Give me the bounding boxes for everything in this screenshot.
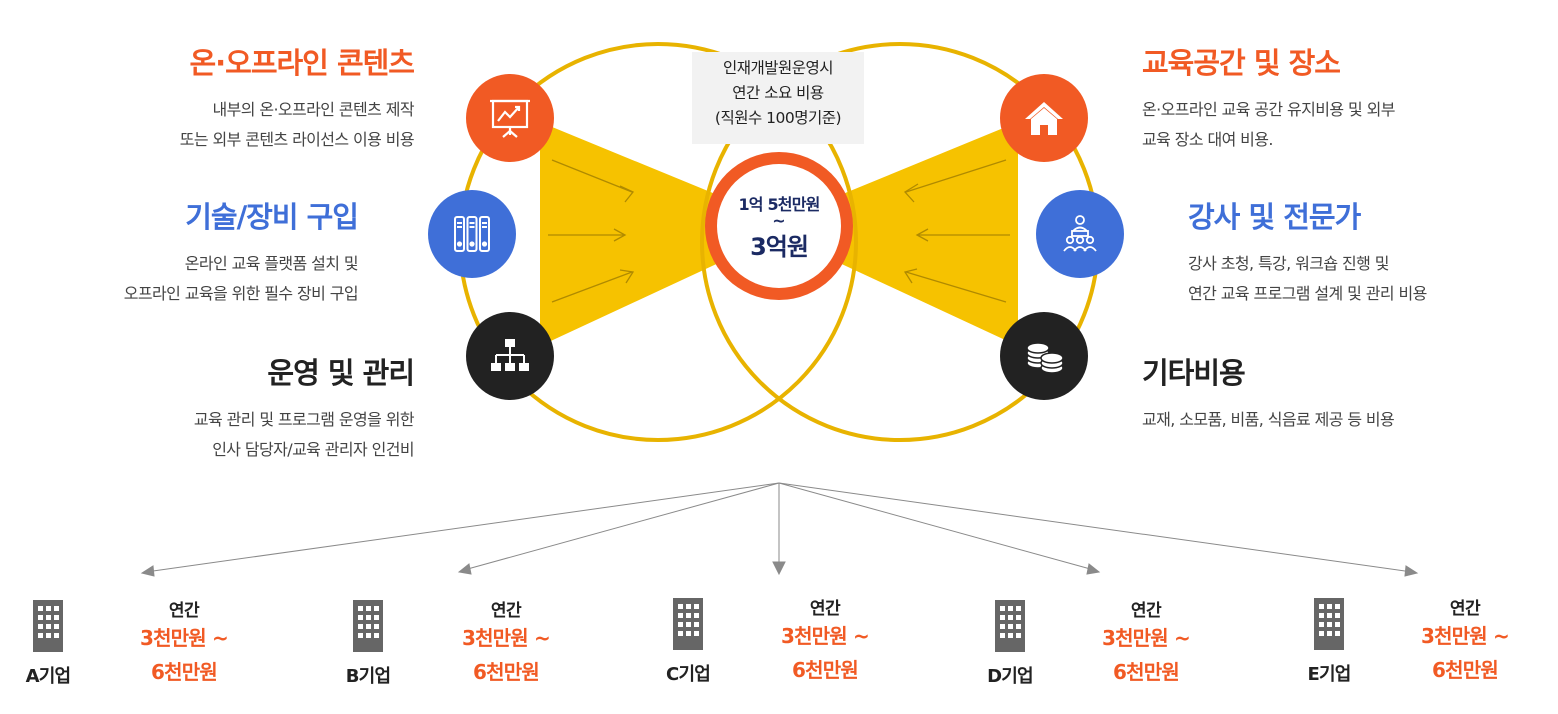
company-a-annual: 연간 3천만원 ~ 6천만원 bbox=[104, 596, 264, 689]
annual-value-max: 6천만원 bbox=[1113, 660, 1180, 684]
company-c: C기업 bbox=[633, 598, 743, 686]
annual-value-min: 3천만원 ~ bbox=[780, 624, 870, 648]
operations-icon-circle bbox=[466, 312, 554, 400]
center-value-max: 3억원 bbox=[750, 232, 809, 261]
building-icon bbox=[33, 600, 63, 652]
tech-equipment-desc-line1: 온라인 교육 플랫폼 설치 및 bbox=[184, 254, 359, 273]
instructors-icon-circle bbox=[1036, 190, 1124, 278]
center-value-min: 1억 5천만원 bbox=[738, 194, 820, 214]
company-b-annual: 연간 3천만원 ~ 6천만원 bbox=[426, 596, 586, 689]
others-title: 기타비용 bbox=[1142, 356, 1246, 390]
tech-equipment-desc: 온라인 교육 플랫폼 설치 및 오프라인 교육을 위한 필수 장비 구입 bbox=[123, 249, 359, 309]
right-arrows bbox=[903, 159, 1010, 303]
company-name: C기업 bbox=[666, 664, 711, 685]
company-name: E기업 bbox=[1307, 664, 1351, 685]
annual-value-min: 3천만원 ~ bbox=[461, 626, 551, 650]
company-c-annual: 연간 3천만원 ~ 6천만원 bbox=[745, 594, 905, 687]
others-desc: 교재, 소모품, 비품, 식음료 제공 등 비용 bbox=[1142, 405, 1395, 435]
company-b: B기업 bbox=[313, 600, 423, 688]
space-title: 교육공간 및 장소 bbox=[1142, 46, 1341, 80]
company-e-annual: 연간 3천만원 ~ 6천만원 bbox=[1385, 594, 1545, 687]
cost-label-line1: 인재개발원운영시 bbox=[722, 59, 834, 77]
online-offline-desc: 내부의 온·오프라인 콘텐츠 제작 또는 외부 콘텐츠 라이선스 이용 비용 bbox=[179, 95, 415, 155]
online-offline-title: 온·오프라인 콘텐츠 bbox=[189, 46, 415, 80]
annual-label: 연간 bbox=[168, 601, 200, 621]
annual-label: 연간 bbox=[1130, 601, 1162, 621]
coins-icon bbox=[1026, 342, 1064, 374]
company-e: E기업 bbox=[1274, 598, 1384, 686]
instructors-title: 강사 및 전문가 bbox=[1188, 200, 1361, 234]
others-icon-circle bbox=[1000, 312, 1088, 400]
center-value: 1억 5천만원 ~ 3억원 bbox=[717, 164, 841, 288]
building-icon bbox=[353, 600, 383, 652]
online-offline-desc-line2: 또는 외부 콘텐츠 라이선스 이용 비용 bbox=[179, 130, 415, 149]
space-icon-circle bbox=[1000, 74, 1088, 162]
building-icon bbox=[1314, 598, 1344, 650]
operations-title: 운영 및 관리 bbox=[267, 356, 415, 390]
operations-desc: 교육 관리 및 프로그램 운영을 위한 인사 담당자/교육 관리자 인건비 bbox=[193, 405, 415, 465]
annual-label: 연간 bbox=[809, 599, 841, 619]
instructors-desc: 강사 초청, 특강, 워크숍 진행 및 연간 교육 프로그램 설계 및 관리 비… bbox=[1188, 249, 1427, 309]
operations-desc-line1: 교육 관리 및 프로그램 운영을 위한 bbox=[193, 410, 415, 429]
operations-desc-line2: 인사 담당자/교육 관리자 인건비 bbox=[212, 440, 414, 459]
annual-cost-label: 인재개발원운영시 연간 소요 비용 (직원수 100명기준) bbox=[692, 52, 864, 144]
company-name: A기업 bbox=[25, 666, 71, 687]
company-connectors bbox=[140, 482, 1419, 577]
lecturer-audience-icon bbox=[1063, 215, 1097, 252]
tech-equipment-desc-line2: 오프라인 교육을 위한 필수 장비 구입 bbox=[123, 284, 359, 303]
annual-value-max: 6천만원 bbox=[473, 660, 540, 684]
instructors-desc-line1: 강사 초청, 특강, 워크숍 진행 및 bbox=[1188, 254, 1389, 273]
annual-value-max: 6천만원 bbox=[792, 658, 859, 682]
org-chart-icon bbox=[491, 339, 529, 371]
tech-equipment-icon-circle bbox=[428, 190, 516, 278]
server-rack-icon bbox=[454, 216, 490, 252]
cost-label-line3: (직원수 100명기준) bbox=[714, 109, 842, 127]
online-offline-desc-line1: 내부의 온·오프라인 콘텐츠 제작 bbox=[212, 100, 414, 119]
presentation-board-icon bbox=[490, 99, 530, 138]
annual-label: 연간 bbox=[490, 601, 522, 621]
online-offline-icon-circle bbox=[466, 74, 554, 162]
space-desc-line1: 온·오프라인 교육 공간 유지비용 및 외부 bbox=[1142, 100, 1395, 119]
space-desc: 온·오프라인 교육 공간 유지비용 및 외부 교육 장소 대여 비용. bbox=[1142, 95, 1395, 155]
building-icon bbox=[995, 600, 1025, 652]
others-desc-line1: 교재, 소모품, 비품, 식음료 제공 등 비용 bbox=[1142, 410, 1395, 429]
annual-value-min: 3천만원 ~ bbox=[1420, 624, 1510, 648]
center-value-tilde: ~ bbox=[772, 210, 786, 230]
company-name: B기업 bbox=[345, 666, 391, 687]
company-name: D기업 bbox=[987, 666, 1033, 687]
instructors-desc-line2: 연간 교육 프로그램 설계 및 관리 비용 bbox=[1188, 284, 1427, 303]
annual-value-min: 3천만원 ~ bbox=[1101, 626, 1191, 650]
home-icon bbox=[1025, 102, 1063, 135]
right-funnel bbox=[833, 122, 1018, 346]
company-d: D기업 bbox=[955, 600, 1065, 688]
annual-value-max: 6천만원 bbox=[1432, 658, 1499, 682]
company-d-annual: 연간 3천만원 ~ 6천만원 bbox=[1066, 596, 1226, 689]
tech-equipment-title: 기술/장비 구입 bbox=[185, 200, 359, 234]
left-funnel bbox=[540, 122, 725, 346]
cost-label-line2: 연간 소요 비용 bbox=[732, 84, 824, 102]
annual-value-min: 3천만원 ~ bbox=[139, 626, 229, 650]
annual-value-max: 6천만원 bbox=[151, 660, 218, 684]
left-arrows bbox=[548, 159, 635, 303]
annual-label: 연간 bbox=[1449, 599, 1481, 619]
space-desc-line2: 교육 장소 대여 비용. bbox=[1142, 130, 1274, 149]
building-icon bbox=[673, 598, 703, 650]
center-value-ring: 1억 5천만원 ~ 3억원 bbox=[705, 152, 853, 300]
company-a: A기업 bbox=[0, 600, 103, 688]
